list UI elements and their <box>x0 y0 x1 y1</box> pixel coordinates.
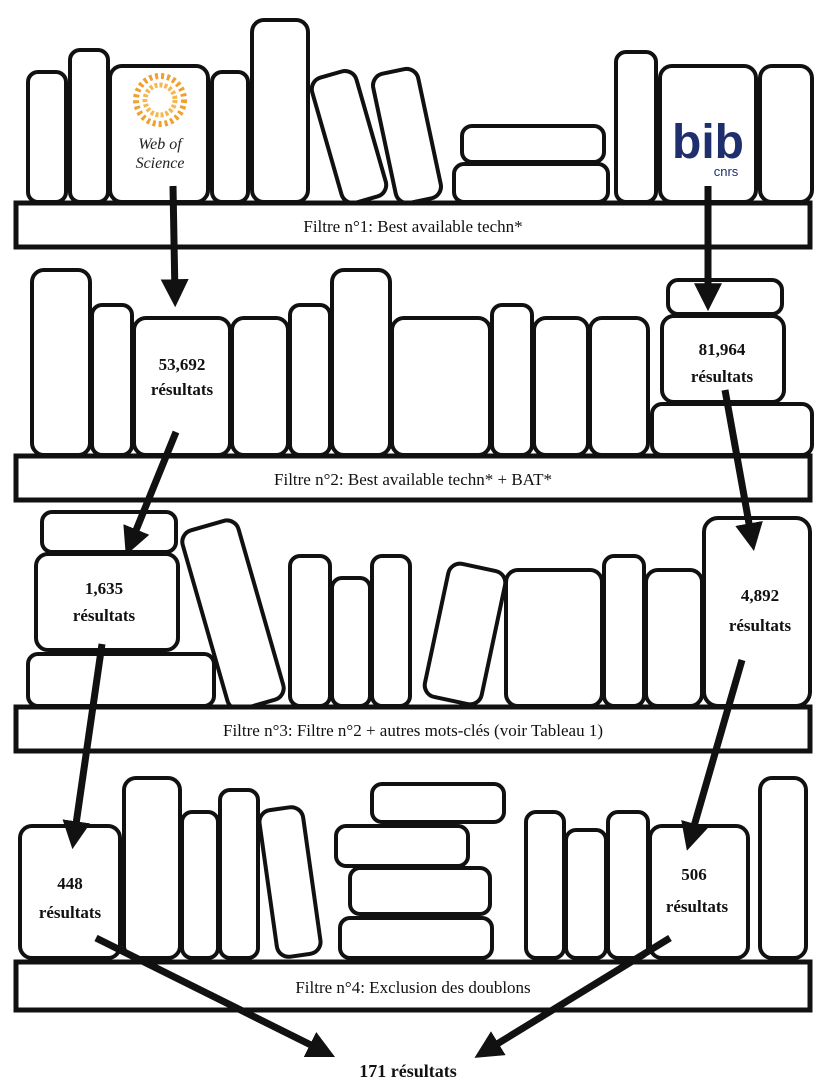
web-of-science-sunburst-icon <box>133 73 187 127</box>
bibcnrs-logo: bib cnrs <box>672 116 744 179</box>
shelf-3-books <box>26 510 812 712</box>
arrow-bib-f2-to-f3 <box>681 659 746 851</box>
bib-count-2-book <box>702 516 812 708</box>
bib-f3-count: 506 <box>681 865 707 884</box>
filter-1-label: Filtre n°1: Best available techn* <box>303 217 522 236</box>
bib-f2-count: 4,892 <box>741 586 779 605</box>
bib-f1-count: 81,964 <box>699 340 746 359</box>
wos-book <box>108 64 210 204</box>
bib-f1-unit: résultats <box>691 367 754 386</box>
arrow-wos-f3-to-final <box>94 934 336 1058</box>
wos-f2-unit: résultats <box>73 606 136 625</box>
arrow-wos-to-f1 <box>160 185 189 308</box>
filter-1-shelf <box>13 200 813 250</box>
arrow-bib-f3-to-final <box>474 935 672 1058</box>
wos-f2-count: 1,635 <box>85 579 123 598</box>
bib-f3-unit: résultats <box>666 897 729 916</box>
wos-f3-unit: résultats <box>39 903 102 922</box>
flow-arrows <box>62 185 763 1058</box>
arrow-bib-f1-to-f2 <box>721 389 763 552</box>
shelf-4-books <box>18 776 808 960</box>
arrow-wos-f1-to-f2 <box>123 430 180 556</box>
filter-4-shelf <box>13 959 813 1013</box>
wos-logo-line1: Web of <box>138 136 184 153</box>
filter-3-shelf <box>13 704 813 754</box>
wos-f3-count: 448 <box>57 874 83 893</box>
wos-f1-unit: résultats <box>151 380 214 399</box>
wos-f1-count: 53,692 <box>159 355 206 374</box>
bib-logo-sub: cnrs <box>714 164 739 179</box>
filter-4-label: Filtre n°4: Exclusion des doublons <box>295 978 530 997</box>
final-result-count: 171 résultats <box>359 1061 457 1081</box>
bib-count-1-book <box>660 314 786 404</box>
web-of-science-logo: Web of Science <box>133 73 187 172</box>
filter-2-label: Filtre n°2: Best available techn* + BAT* <box>274 470 552 489</box>
shelf-1-books <box>26 18 814 206</box>
shelf-2-books <box>30 268 814 457</box>
arrow-wos-f2-to-f3 <box>62 643 106 850</box>
bib-f2-unit: résultats <box>729 616 792 635</box>
bib-logo-main: bib <box>672 116 744 169</box>
wos-count-2-book <box>34 552 180 652</box>
wos-logo-line2: Science <box>136 155 185 172</box>
filter-3-label: Filtre n°3: Filtre n°2 + autres mots-clé… <box>223 721 603 740</box>
